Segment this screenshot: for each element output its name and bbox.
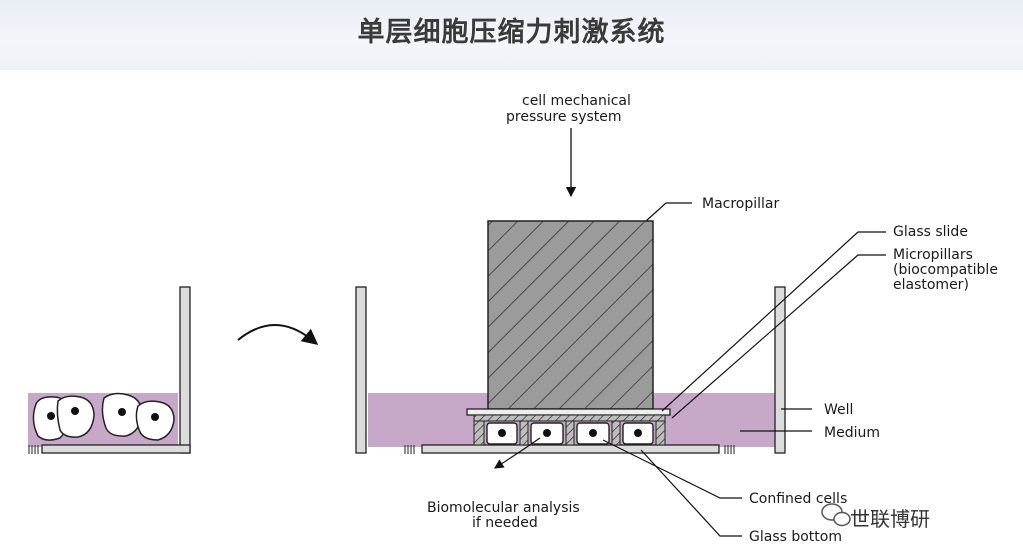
label-confined-cells: Confined cells — [749, 491, 847, 507]
wechat-icon — [821, 503, 851, 527]
label-macropillar: Macropillar — [702, 196, 780, 212]
glass-slide — [466, 408, 671, 416]
label-micropillars-3: elastomer) — [893, 277, 969, 293]
left-well — [28, 286, 191, 454]
label-pressure-2: pressure system — [506, 109, 622, 125]
label-glass-bottom: Glass bottom — [749, 529, 842, 545]
label-micropillars-1: Micropillars — [893, 247, 973, 263]
label-biomolecular-1: Biomolecular analysis — [427, 500, 580, 516]
label-medium: Medium — [824, 425, 880, 441]
label-pressure-1: cell mechanical — [522, 93, 631, 109]
micropillar-layer — [473, 414, 666, 422]
watermark: 世联博研 — [850, 507, 930, 531]
label-well: Well — [824, 402, 853, 418]
label-glass-slide: Glass slide — [893, 224, 968, 240]
header-banner — [0, 0, 1023, 70]
page-title: 单层细胞压缩力刺激系统 — [357, 17, 666, 48]
micropillars — [473, 420, 666, 446]
transition-arrow — [237, 324, 319, 346]
analysis-arrow — [493, 437, 541, 469]
macropillar — [487, 220, 654, 410]
label-micropillars-2: (biocompatible — [893, 262, 998, 278]
label-biomolecular-2: if needed — [472, 515, 538, 531]
